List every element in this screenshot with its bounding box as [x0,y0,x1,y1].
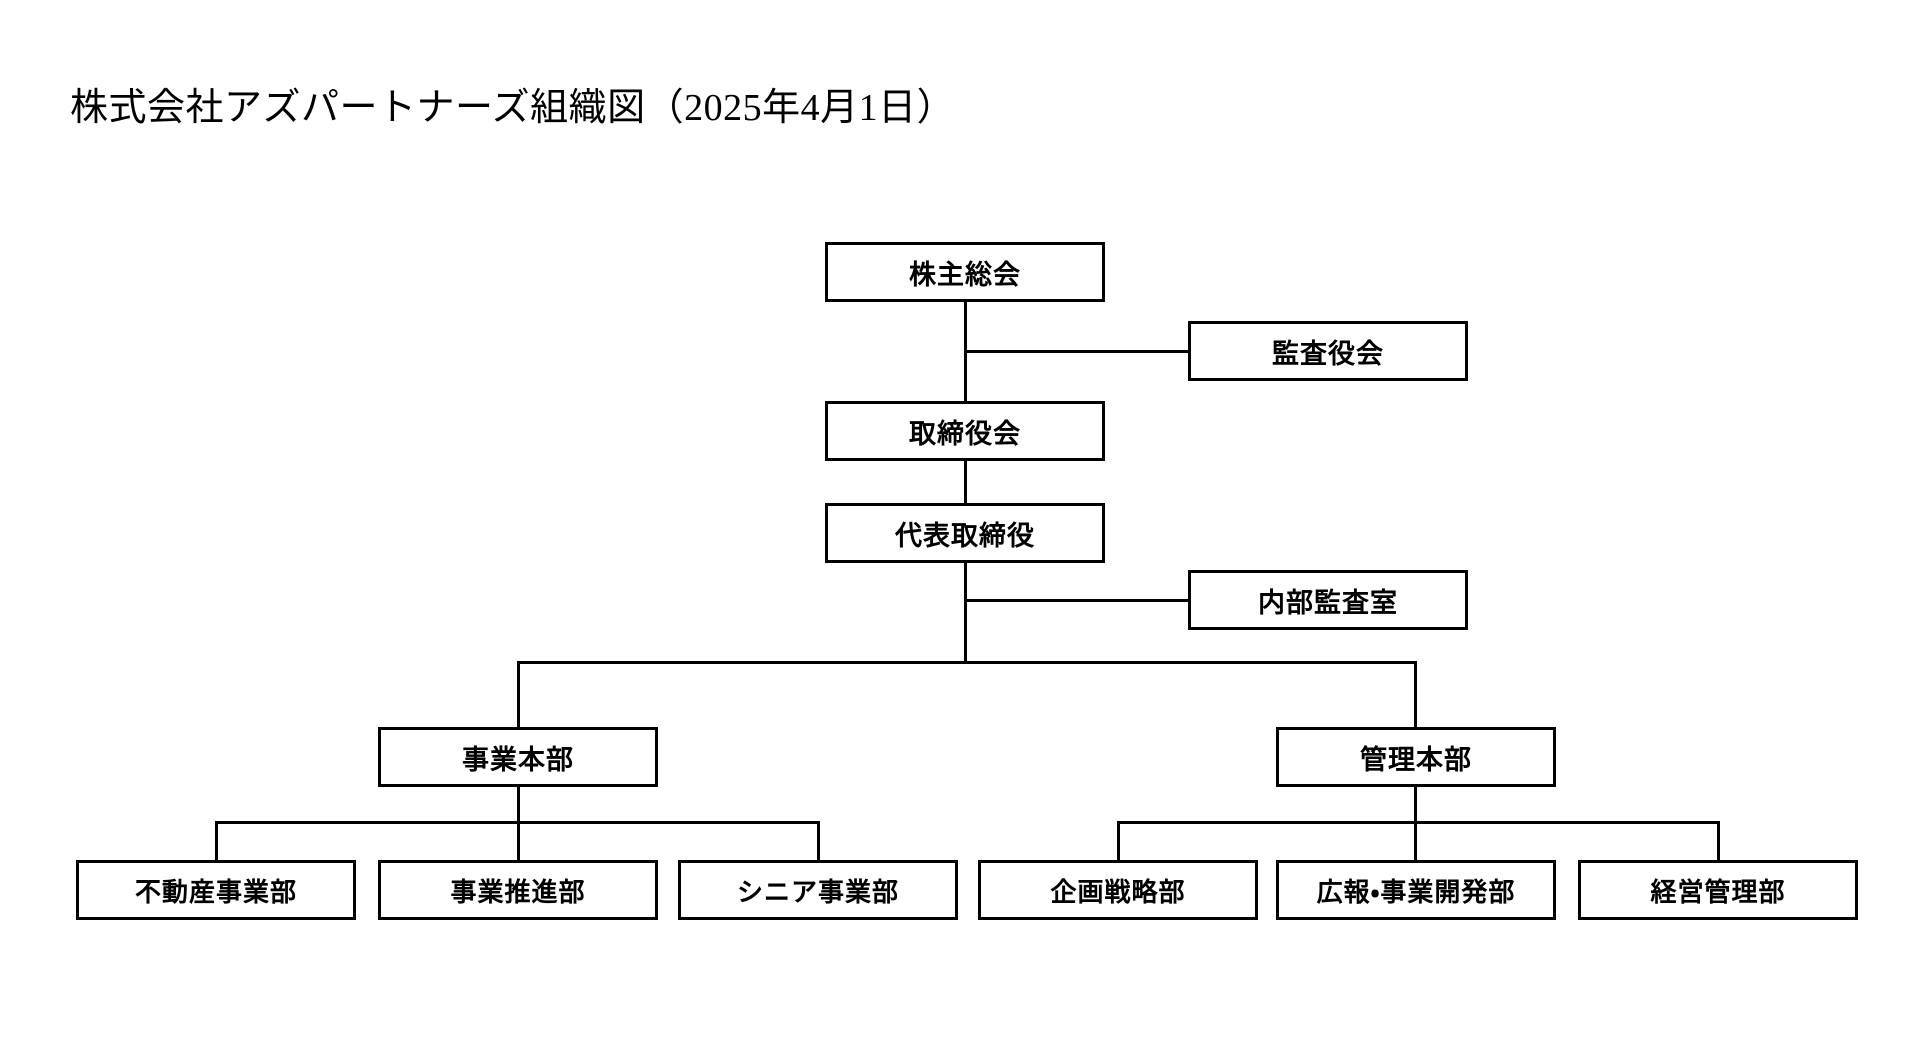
connector-drop-business-hq [517,661,520,728]
connector-representative-trunk [964,563,967,663]
node-management-control-div[interactable]: 経営管理部 [1578,860,1858,920]
node-real-estate-div[interactable]: 不動産事業部 [76,860,356,920]
node-internal-audit-office[interactable]: 内部監査室 [1188,570,1468,630]
connector-drop-senior-business [817,821,820,860]
connector-shareholders-to-auditors [964,350,1190,353]
connector-admin-hq-trunk [1414,787,1417,823]
connector-business-hq-trunk [517,787,520,823]
connector-hq-split-bar [517,661,1417,664]
page-title: 株式会社アズパートナーズ組織図（2025年4月1日） [70,87,956,129]
node-planning-strategy-div[interactable]: 企画戦略部 [978,860,1258,920]
connector-drop-management-control [1717,821,1720,860]
node-board-of-directors[interactable]: 取締役会 [825,401,1105,461]
connector-drop-planning-strategy [1117,821,1120,860]
node-board-of-auditors[interactable]: 監査役会 [1188,321,1468,381]
node-senior-business-div[interactable]: シニア事業部 [678,860,958,920]
connector-drop-real-estate [215,821,218,860]
connector-representative-to-internal-audit [964,599,1190,602]
connector-drop-pr-business-development [1414,821,1417,860]
connector-admin-hq-split-bar [1117,821,1720,824]
node-admin-hq[interactable]: 管理本部 [1276,727,1556,787]
connector-board-to-representative [964,460,967,504]
node-shareholders-meeting[interactable]: 株主総会 [825,242,1105,302]
connector-drop-admin-hq [1414,661,1417,728]
connector-drop-business-promotion [517,821,520,860]
node-business-hq[interactable]: 事業本部 [378,727,658,787]
node-business-promotion-div[interactable]: 事業推進部 [378,860,658,920]
node-representative-director[interactable]: 代表取締役 [825,503,1105,563]
node-pr-business-development-div[interactable]: 広報・事業開発部 [1276,860,1556,920]
